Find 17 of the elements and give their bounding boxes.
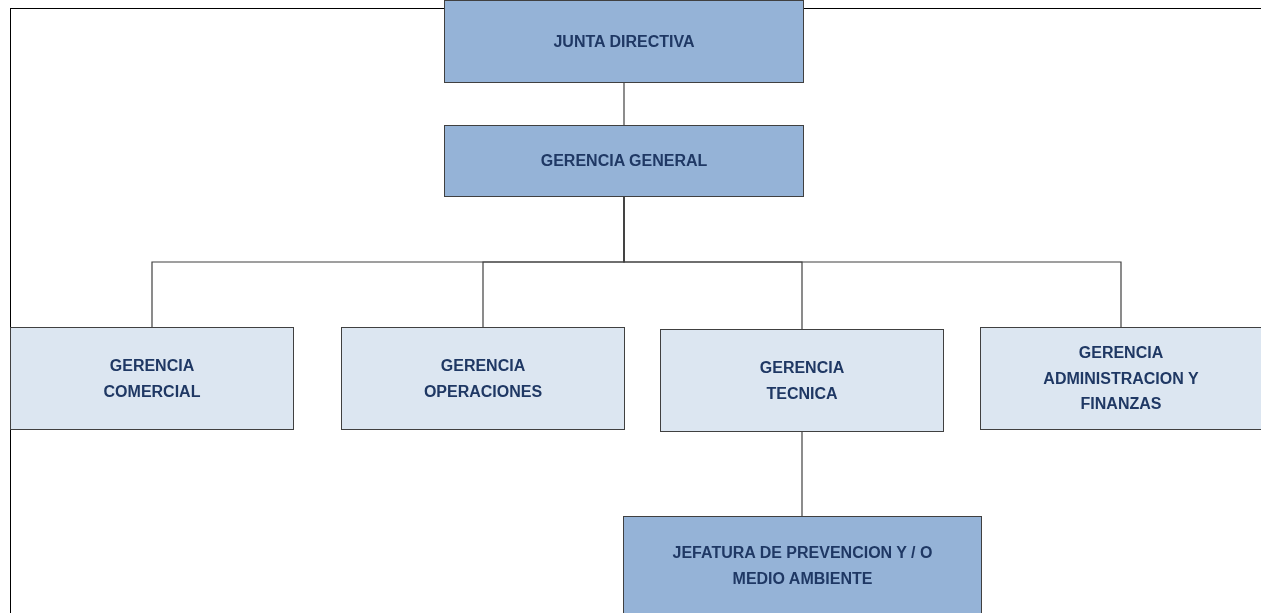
unit-title: GERENCIA TECNICA [758, 357, 846, 404]
unit-title: JUNTA DIRECTIVA [553, 31, 695, 52]
org-unit-box [623, 516, 982, 613]
org-unit-box [660, 329, 944, 432]
unit-title: GERENCIA GENERAL [540, 151, 708, 172]
org-unit-box [980, 327, 1261, 430]
unit-title: GERENCIA ADMINISTRACION Y FINANZAS [1042, 343, 1200, 415]
org-unit-box [341, 327, 625, 430]
unit-title: JEFATURA DE PREVENCION Y / O MEDIO AMBIENTE [672, 543, 933, 589]
connector-line [801, 431, 803, 517]
org-unit-box [444, 125, 804, 197]
unit-title: GERENCIA COMERCIAL [102, 355, 202, 402]
org-unit-box [444, 0, 804, 83]
unit-title: GERENCIA OPERACIONES [422, 355, 544, 402]
org-unit-box [10, 327, 294, 430]
connector-line [623, 82, 625, 126]
connector-line [623, 196, 1122, 328]
